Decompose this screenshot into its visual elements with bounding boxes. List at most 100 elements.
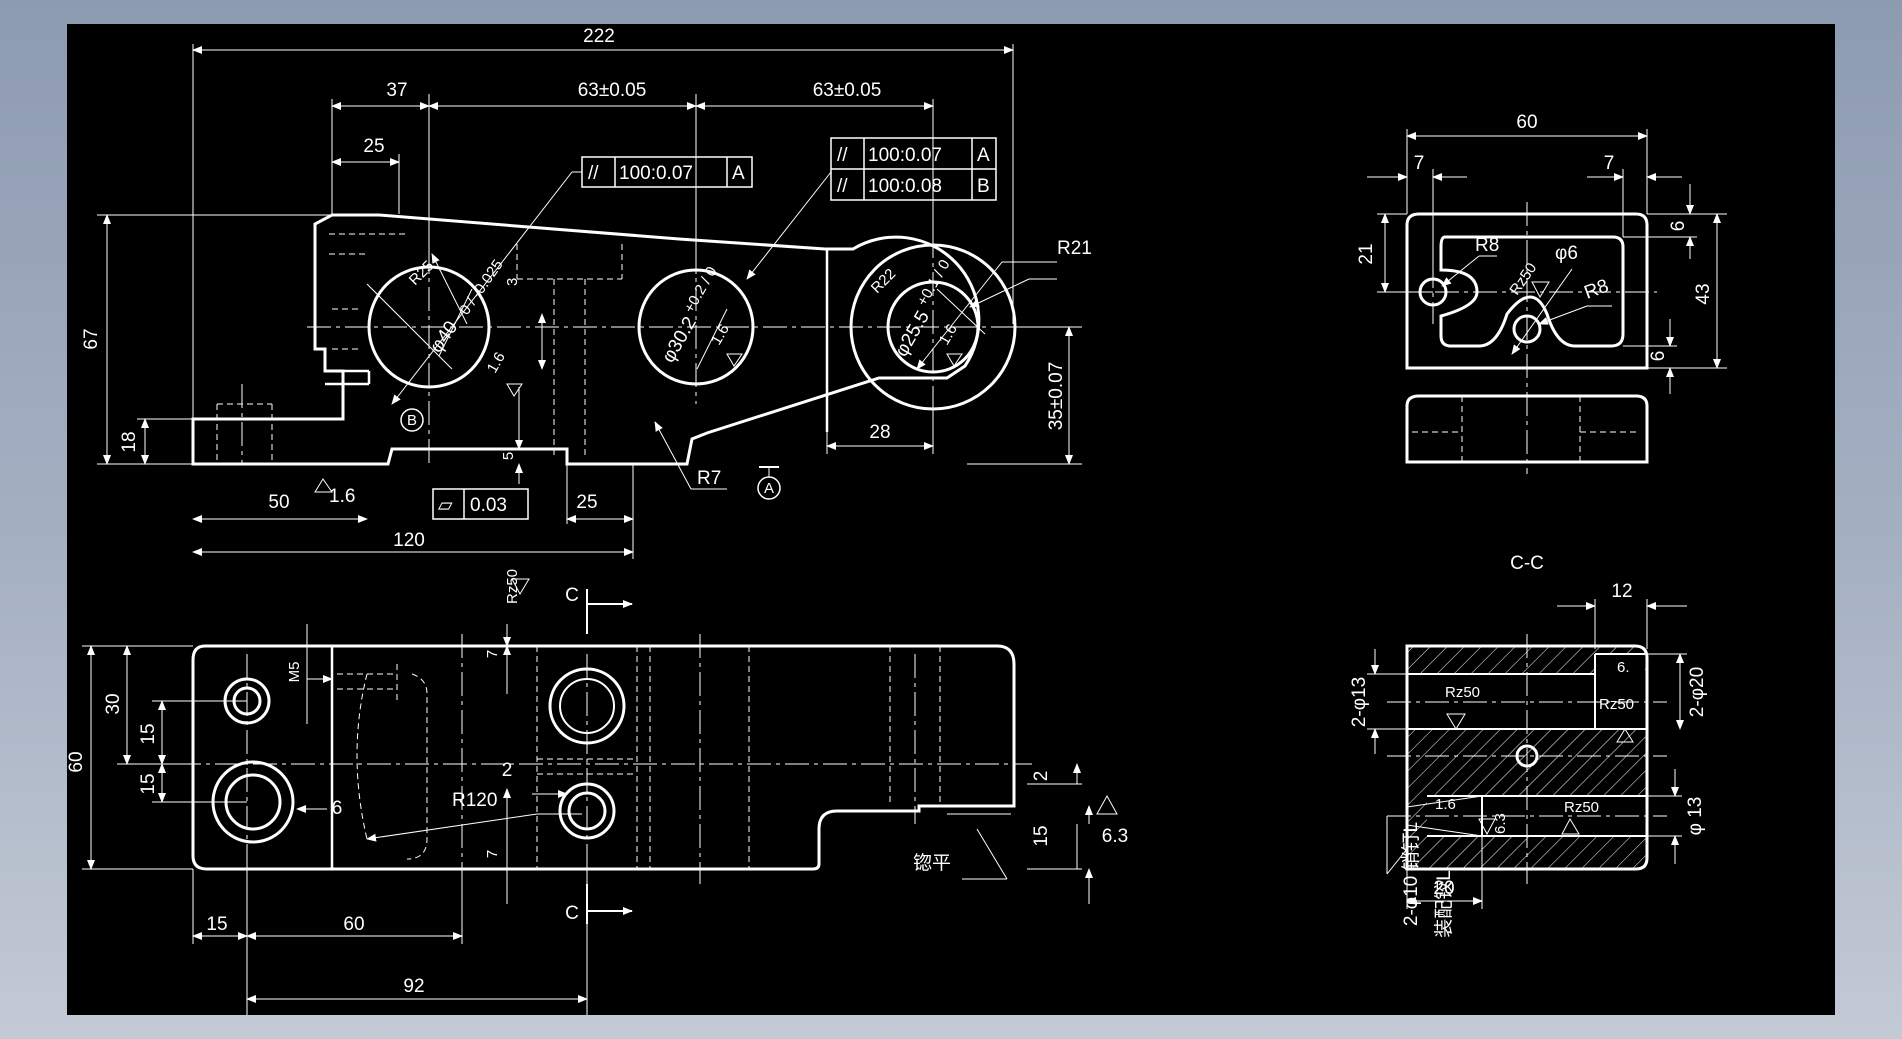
section-rough-6: 6. xyxy=(1617,659,1630,676)
front-view xyxy=(97,44,1082,559)
side-dim-21: 21 xyxy=(1356,243,1377,264)
dim-25-top: 25 xyxy=(363,136,384,157)
dim-7-b: 7 xyxy=(484,850,501,858)
tol-frame-3-value: 100:0.08 xyxy=(868,176,942,197)
dim-60-horiz: 60 xyxy=(343,914,364,935)
top-center-lines xyxy=(177,634,1032,884)
section-bore-right-top xyxy=(1595,654,1645,729)
section-dim-phi13: φ 13 xyxy=(1685,797,1706,836)
side-hidden-lines xyxy=(1412,396,1637,462)
section-cc-labels: C-C 12 20 2-φ13 2-φ20 φ 13 Rz50 Rz50 Rz5… xyxy=(1349,553,1708,938)
dim-18: 18 xyxy=(119,431,140,452)
side-phi6: φ6 xyxy=(1555,243,1578,264)
tol-frame-1-symbol: // xyxy=(588,163,599,184)
dim-35: 35±0.07 xyxy=(1046,362,1067,431)
dim-25-bottom: 25 xyxy=(576,492,597,513)
top-view xyxy=(82,578,1118,1019)
radius-r120: R120 xyxy=(452,790,497,811)
datum-b-label: B xyxy=(407,412,417,429)
section-dim-2phi20: 2-φ20 xyxy=(1687,667,1708,717)
section-rough-2 xyxy=(1616,728,1634,743)
section-rough-16: 1.6 xyxy=(1435,796,1456,813)
section-dimension-lines xyxy=(1367,599,1687,909)
radius-r7: R7 xyxy=(697,468,721,489)
rough-63-top: 6.3 xyxy=(1102,826,1128,847)
top-rough-63 xyxy=(1096,794,1118,815)
dim-63a: 63±0.05 xyxy=(578,80,647,101)
top-dimension-lines xyxy=(82,624,1093,1019)
section-rough-63: 6.3 xyxy=(1492,813,1509,834)
spot-face-note: 锪平 xyxy=(913,852,951,874)
side-radius-r8-a: R8 xyxy=(1475,235,1499,256)
dim-92: 92 xyxy=(403,976,424,997)
side-dim-60: 60 xyxy=(1516,112,1537,133)
dim-120: 120 xyxy=(393,530,425,551)
dim-m5: M5 xyxy=(286,662,303,683)
top-rough-rz50 xyxy=(511,578,530,596)
rough-rz50-top: Rz50 xyxy=(504,569,521,604)
tol-frame-3-symbol: // xyxy=(837,176,848,197)
rough-1: 1.6 xyxy=(329,486,355,507)
front-outline xyxy=(191,213,981,466)
section-dim-20: 20 xyxy=(1433,878,1454,899)
dim-30-vert: 30 xyxy=(103,693,124,714)
dim-50: 50 xyxy=(268,492,289,513)
section-bore-lower xyxy=(1427,796,1647,836)
tol-frame-2-symbol: // xyxy=(837,145,848,166)
section-outline xyxy=(1405,644,1649,871)
front-dimension-lines xyxy=(97,44,1082,559)
section-assembly-note: 装配铰L xyxy=(1433,870,1455,938)
dim-3: 3 xyxy=(504,278,521,286)
dim-222: 222 xyxy=(583,26,615,47)
section-rz50-a: Rz50 xyxy=(1445,684,1480,701)
dim-67: 67 xyxy=(81,328,102,349)
front-rough-mark-3 xyxy=(726,353,743,367)
front-rough-mark-4 xyxy=(946,353,963,367)
tol-frame-2-value: 100:0.07 xyxy=(868,145,942,166)
top-outline xyxy=(191,644,1016,871)
dim-15-vert-b: 15 xyxy=(138,773,159,794)
side-dimension-lines xyxy=(1367,129,1727,394)
datum-b-circle xyxy=(400,408,424,432)
datum-a-label: A xyxy=(764,480,774,497)
front-rough-mark-1 xyxy=(314,478,333,493)
side-dim-7-a: 7 xyxy=(1414,153,1425,174)
dim-2-b: 2 xyxy=(1031,771,1052,782)
cut-label-c-bottom: C xyxy=(565,903,579,924)
dim-6: 6 xyxy=(332,798,343,819)
section-dim-2phi13: 2-φ13 xyxy=(1349,677,1370,727)
drawing-canvas: 222 37 63±0.05 63±0.05 25 67 18 50 120 2… xyxy=(66,24,1835,1019)
dim-15-vert-a: 15 xyxy=(138,723,159,744)
side-dim-6-a: 6 xyxy=(1668,221,1689,232)
tol-frame-3-datum: B xyxy=(977,176,990,197)
tol-frame-1-value: 100:0.07 xyxy=(619,163,693,184)
drawing-sheet: 222 37 63±0.05 63±0.05 25 67 18 50 120 2… xyxy=(66,24,1835,1019)
tol-frame-4-value: 0.03 xyxy=(470,495,507,516)
dim-60-vert: 60 xyxy=(67,751,87,772)
section-pin-note: 2-φ10 销钉L xyxy=(1400,822,1422,926)
section-rz50-b: Rz50 xyxy=(1599,696,1634,713)
side-dim-43: 43 xyxy=(1693,283,1714,304)
tol-frame-1-datum: A xyxy=(732,163,745,184)
section-cut-marks xyxy=(586,589,633,924)
cut-label-c-top: C xyxy=(565,585,579,606)
dim-15-horiz: 15 xyxy=(206,914,227,935)
section-rough-4 xyxy=(1478,818,1496,836)
section-rough-3 xyxy=(1561,817,1580,835)
dim-37: 37 xyxy=(386,80,407,101)
dim-15-right: 15 xyxy=(1031,825,1052,846)
tol-frame-2-datum: A xyxy=(977,145,990,166)
side-dim-6-b: 6 xyxy=(1648,351,1669,362)
section-cc-view xyxy=(1367,599,1687,909)
dim-63b: 63±0.05 xyxy=(813,80,882,101)
side-center-lines xyxy=(1397,202,1657,474)
front-rough-mark-2 xyxy=(506,383,523,397)
front-tolerance-frames xyxy=(432,137,997,520)
section-title: C-C xyxy=(1510,553,1544,574)
dim-28: 28 xyxy=(869,422,890,443)
front-hidden-lines xyxy=(216,233,623,464)
section-rz50-c: Rz50 xyxy=(1564,799,1599,816)
top-view-labels: 60 30 15 15 15 60 92 M5 7 7 2 2 15 6 R12… xyxy=(66,569,1128,997)
side-lower-outline xyxy=(1405,394,1649,464)
dim-5: 5 xyxy=(500,452,517,460)
